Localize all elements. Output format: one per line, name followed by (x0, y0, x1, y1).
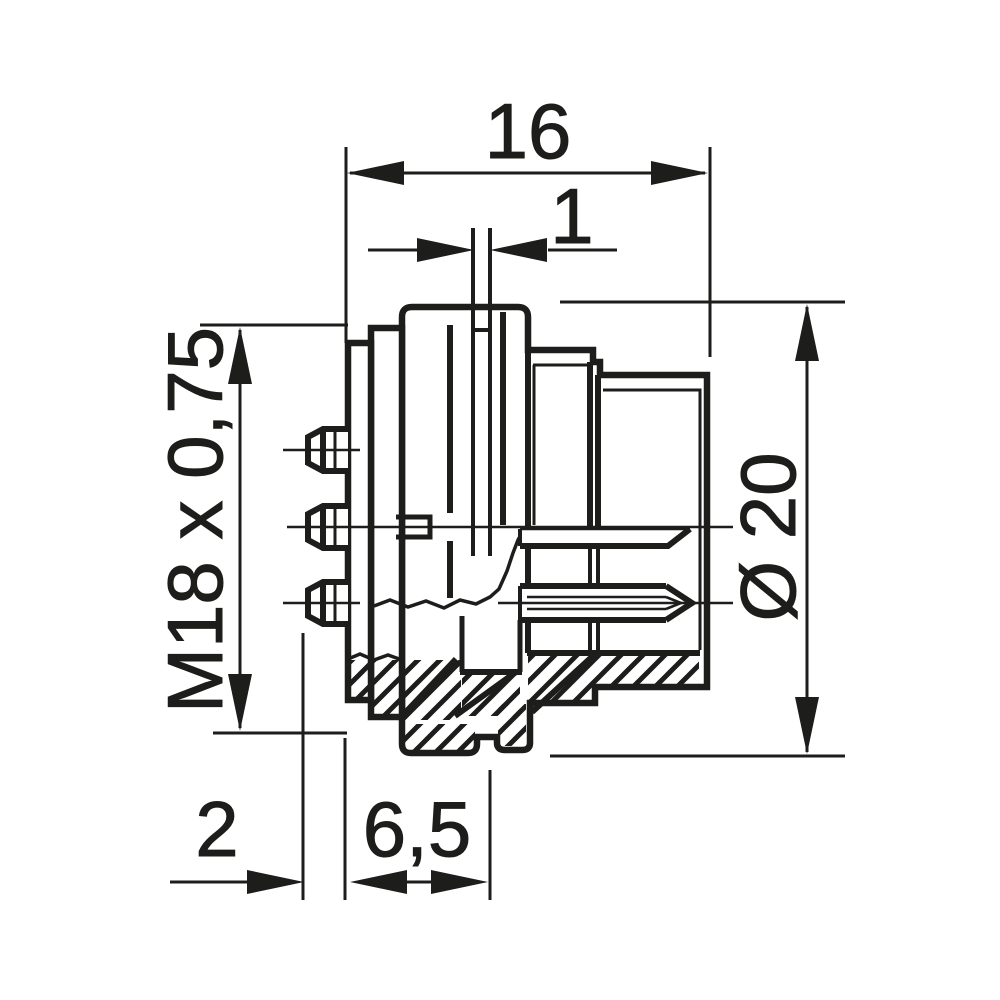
flange-break-line (347, 652, 403, 662)
dim-label-slot-width: 1 (550, 172, 593, 260)
dim-outer-diameter: Ø 20 (550, 300, 845, 758)
break-line (373, 530, 525, 610)
dim-label-overall-length: 16 (485, 87, 572, 175)
pin-upper-half-section (518, 526, 692, 549)
dim-thread: M18 x 0,75 (151, 323, 348, 735)
body-collar (367, 324, 406, 721)
dim-label-front-length: 6,5 (363, 785, 471, 873)
coding-slot (471, 228, 492, 556)
contact-pins (518, 526, 698, 623)
dimensions: 16 1 M18 x 0,75 Ø 20 (151, 87, 845, 900)
dim-label-outer-diameter: Ø 20 (724, 452, 812, 621)
dim-label-flange-thickness: 2 (195, 785, 238, 873)
mounting-flange (344, 339, 375, 704)
dim-flange-thickness: 2 (170, 633, 347, 900)
dim-front-length: 6,5 (350, 770, 492, 900)
dim-overall-length: 16 (344, 87, 712, 357)
dim-label-thread: M18 x 0,75 (151, 327, 239, 713)
centerlines (283, 448, 733, 605)
interior-lines (347, 228, 702, 719)
dim-slot-width: 1 (368, 172, 617, 262)
section-hatching (350, 654, 699, 750)
